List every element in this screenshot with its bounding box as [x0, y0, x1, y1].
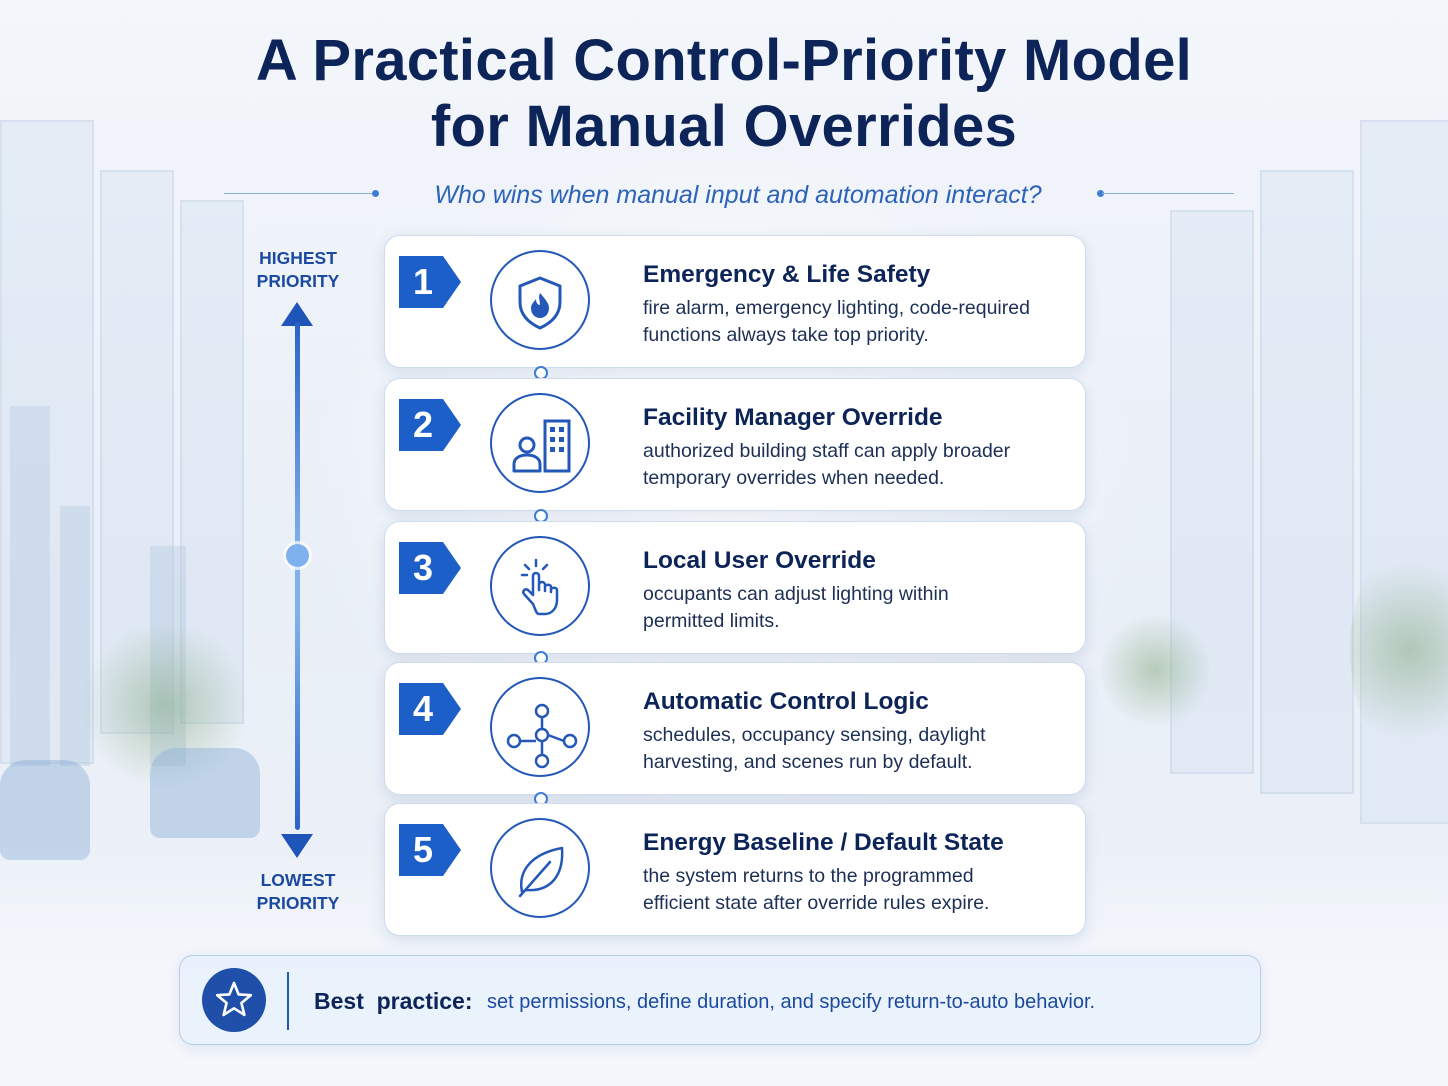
subtitle-dot-right: [1097, 190, 1104, 197]
subtitle-row: Who wins when manual input and automatio…: [224, 176, 1234, 212]
priority-card-3: 3 Local User Override occupants can adju…: [384, 521, 1086, 654]
subtitle: Who wins when manual input and automatio…: [434, 181, 1042, 209]
best-practice-text: set permissions, define duration, and sp…: [487, 991, 1096, 1013]
subtitle-rule-left: [224, 193, 374, 194]
page-title: A Practical Control-Priority Model for M…: [0, 28, 1448, 160]
priority-axis-line: [295, 322, 300, 830]
card-desc-2: authorized building staff can apply broa…: [643, 440, 1011, 489]
priority-badge-2: 2: [399, 399, 461, 451]
leaf-icon: [518, 846, 564, 898]
axis-midpoint-dot: [286, 544, 309, 567]
priority-card-2: 2 Facility Manager Override authorized b…: [384, 378, 1086, 511]
priority-badge-1: 1: [399, 256, 461, 308]
priority-card-5: 5 Energy Baseline / Default State the sy…: [384, 803, 1086, 936]
best-practice-banner: Best practice: set permissions, define d…: [179, 955, 1261, 1045]
priority-card-1: 1 Emergency & Life Safety fire alarm, em…: [384, 235, 1086, 368]
title-line-1: A Practical Control-Priority Model: [255, 28, 1193, 93]
card-desc-4: schedules, occupancy sensing, daylight h…: [643, 724, 986, 773]
priority-badge-3: 3: [399, 542, 461, 594]
card-desc-3: occupants can adjust lighting within per…: [643, 583, 949, 632]
card-desc-5: the system returns to the programmed eff…: [643, 865, 990, 914]
card-title-3: Local User Override: [643, 547, 876, 574]
priority-card-4: 4 Automatic Control Logic schedules, occ…: [384, 662, 1086, 795]
icon-ring-4: [490, 677, 590, 777]
card-desc-1: fire alarm, emergency lighting, code-req…: [643, 297, 1030, 346]
title-line-2: for Manual Overrides: [430, 94, 1018, 159]
priority-badge-5: 5: [399, 824, 461, 876]
card-title-4: Automatic Control Logic: [643, 688, 929, 715]
icon-ring-2: [490, 393, 590, 493]
best-practice-divider: [287, 972, 289, 1030]
manager-building-icon: [512, 419, 571, 473]
star-icon: [215, 981, 253, 1017]
priority-badge-4: 4: [399, 683, 461, 735]
card-title-1: Emergency & Life Safety: [643, 261, 931, 288]
best-practice-label: Best practice:: [314, 988, 473, 1014]
axis-label-lowest: LOWEST PRIORITY: [256, 870, 340, 913]
shield-flame-icon: [518, 276, 562, 330]
icon-ring-3: [490, 536, 590, 636]
best-practice-badge: [202, 968, 266, 1032]
hand-tap-icon: [520, 558, 559, 616]
card-title-2: Facility Manager Override: [643, 404, 943, 431]
arrow-down-icon: [281, 834, 313, 858]
axis-label-highest: HIGHEST PRIORITY: [256, 248, 340, 291]
card-title-5: Energy Baseline / Default State: [643, 829, 1004, 856]
subtitle-dot-left: [372, 190, 379, 197]
icon-ring-5: [490, 818, 590, 918]
logic-nodes-icon: [506, 703, 578, 769]
subtitle-rule-right: [1102, 193, 1234, 194]
icon-ring-1: [490, 250, 590, 350]
